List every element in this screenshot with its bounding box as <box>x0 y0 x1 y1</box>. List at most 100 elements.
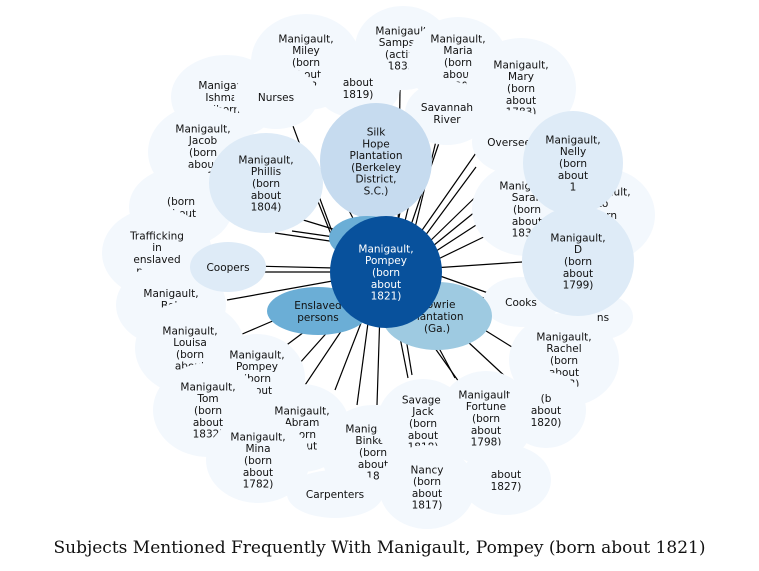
node-label-line: River <box>433 114 461 126</box>
connection-line <box>226 279 339 301</box>
node-label-line: Savage, <box>402 394 444 406</box>
node-label-line: Manigault, <box>536 331 591 343</box>
node-bubble <box>506 372 586 448</box>
node-bubble <box>405 81 489 145</box>
node-coopers[interactable]: Coopers <box>190 242 266 292</box>
node-label-line: about <box>563 268 593 280</box>
node-label-line: Trafficking <box>129 230 184 242</box>
node-label-line: Mina <box>245 443 270 455</box>
node-label: Carpenters <box>306 489 364 501</box>
node-label-line: Pompey <box>365 255 407 267</box>
node-label-line: about <box>531 405 561 417</box>
node-label-line: in <box>152 242 162 254</box>
node-label-line: (born <box>507 83 535 95</box>
node-carpenters[interactable]: Carpenters <box>287 470 383 518</box>
node-label-line: Jacob <box>188 135 218 147</box>
node-nurses[interactable]: Nurses <box>234 65 318 129</box>
node-label-line: 1821) <box>371 291 402 303</box>
node-bubble <box>379 445 475 529</box>
connection-line <box>421 166 477 241</box>
node-label-line: about <box>412 488 442 500</box>
node-label-line: Jack <box>411 406 434 418</box>
node-label-line: (born <box>550 355 578 367</box>
node-label-line: (born <box>189 147 217 159</box>
node-label-line: Maria <box>443 45 472 57</box>
node-label-line: about <box>512 216 542 228</box>
node-label-line: Manigault, <box>278 33 333 45</box>
node-label-line: about <box>408 430 438 442</box>
node-label-line: Miley <box>292 45 320 57</box>
node-bubble <box>316 58 400 118</box>
node-label-line: Plantation <box>410 311 463 323</box>
node-label-line: 1804) <box>251 202 282 214</box>
connection-line <box>417 152 477 237</box>
node-label-line: (born <box>372 267 400 279</box>
node-label-line: D <box>574 244 582 256</box>
node-label-line: Plantation <box>349 150 402 162</box>
node-label-line: Coopers <box>206 262 249 274</box>
node-label-line: Louisa <box>173 337 207 349</box>
node-label-line: (born <box>564 256 592 268</box>
node-label-line: (born <box>252 178 280 190</box>
node-label-line: Nelly <box>560 146 586 158</box>
node-label-line: (born <box>167 196 195 208</box>
node-label-line: Manigault, <box>274 405 329 417</box>
node-label-line: about <box>471 425 501 437</box>
node-label-line: 1817) <box>412 500 443 512</box>
node-label-line: Manigault, <box>550 232 605 244</box>
node-label-line: Manigault, <box>430 33 485 45</box>
node-bubble <box>523 111 623 215</box>
node-label-line: Manigault, <box>358 243 413 255</box>
node-label-line: 1820) <box>531 417 562 429</box>
node-label-line: (born <box>194 405 222 417</box>
node-label-line: about <box>243 467 273 479</box>
node-label-line: Manigault, <box>458 389 513 401</box>
node-bubble <box>190 242 266 292</box>
node-label-line: Abram <box>285 417 320 429</box>
node-bubble <box>287 470 383 518</box>
node-bubble <box>320 103 432 219</box>
node-label: Nurses <box>258 92 294 104</box>
node-label-line: about <box>188 159 218 171</box>
node-bubble <box>234 65 318 129</box>
node-label-line: Silk <box>367 127 386 139</box>
node-label-line: about <box>343 77 373 89</box>
node-label-line: about <box>251 190 281 202</box>
node-bubble <box>330 216 442 328</box>
node-label-line: (born <box>559 158 587 170</box>
connection-line <box>439 275 492 295</box>
node-label-line: 1798) <box>471 437 502 449</box>
node-bubble <box>466 38 576 138</box>
node-label-line: 1827) <box>491 481 522 493</box>
node-label-line: about <box>558 170 588 182</box>
node-label-line: 1799) <box>563 280 594 292</box>
node-label-line: Enslaved <box>294 300 341 312</box>
node-label-line: S.C.) <box>364 186 389 198</box>
node-label: ns <box>597 312 609 324</box>
node-label-line: Nurses <box>258 92 294 104</box>
node-label-line: (born <box>359 447 387 459</box>
node-bubble <box>522 206 634 316</box>
node-label-line: (Ga.) <box>424 323 450 335</box>
